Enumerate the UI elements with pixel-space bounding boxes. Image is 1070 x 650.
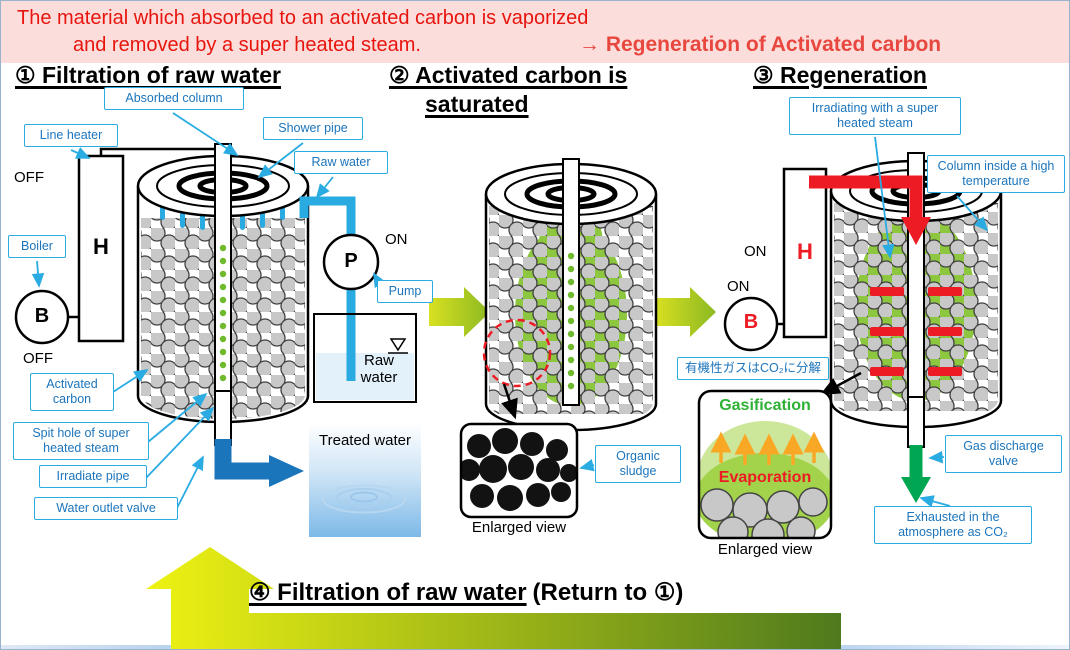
label-exhausted-co2: Exhausted in the atmosphere as CO₂	[874, 506, 1032, 544]
pump-state: ON	[385, 231, 408, 248]
heater-1-letter: H	[93, 234, 109, 259]
water-level-icon	[389, 338, 407, 352]
label-irradiate-pipe: Irradiate pipe	[39, 465, 147, 488]
heater-3-assembly	[723, 167, 828, 352]
banner-line-2: and removed by a super heated steam.	[73, 34, 421, 56]
saturated-zone-highlight	[482, 318, 552, 388]
pump-letter: P	[344, 250, 358, 272]
steam-arrowhead	[901, 217, 931, 245]
treated-water-arrowhead	[269, 455, 304, 487]
label-organic-gas-jp: 有機性ガスはCO₂に分解	[677, 357, 829, 380]
boiler-1-circle	[14, 289, 70, 345]
boiler-3-circle	[723, 296, 779, 352]
section-3-title: ③ Regeneration	[753, 62, 927, 88]
label-shower-pipe: Shower pipe	[263, 117, 363, 140]
label-connectors	[31, 112, 989, 511]
return-arrow	[146, 547, 841, 649]
section-4-title: ④ Filtration of raw water(Return to ①)	[249, 578, 683, 607]
enlarged-view-3-box	[697, 389, 833, 540]
enlarge-pointer-3	[819, 371, 862, 396]
label-pump: Pump	[377, 280, 433, 303]
tank-2	[486, 158, 656, 432]
enlarged-view-2-caption: Enlarged view	[471, 519, 567, 536]
treated-water-label: Treated water	[319, 432, 411, 449]
banner-background	[1, 1, 1069, 63]
banner-line-1: The material which absorbed to an activa…	[17, 7, 589, 29]
heater-1-assembly	[14, 147, 215, 345]
heater-3-state: ON	[744, 243, 767, 260]
label-column-inside: Column inside a high temperature	[927, 155, 1065, 193]
section-2-title-line2: saturated	[425, 91, 529, 117]
steam-pipe-red	[809, 175, 923, 219]
vapor-arrows	[710, 431, 825, 465]
boiler-3-state: ON	[727, 278, 750, 295]
pump-assembly	[299, 196, 417, 403]
arrow-step2-3	[655, 287, 716, 337]
treated-water-image	[309, 425, 421, 537]
heater-1-state: OFF	[14, 169, 44, 186]
arrow-step1-2	[429, 287, 490, 337]
boiler-3-letter: B	[743, 311, 759, 333]
pump-circle	[322, 233, 380, 291]
section-2-title-line1: ② Activated carbon is	[389, 62, 628, 88]
section-4-suffix: (Return to ①)	[532, 579, 684, 606]
section-4-main: ④ Filtration of raw water	[249, 579, 527, 606]
label-water-outlet-valve: Water outlet valve	[34, 497, 178, 520]
heater-3-letter: H	[797, 239, 813, 264]
gas-arrowhead	[901, 477, 931, 503]
water-outlet-pipe	[214, 390, 232, 446]
label-absorbed-column: Absorbed column	[104, 87, 244, 110]
raw-water-tank-label: Raw water	[360, 352, 398, 386]
gas-outlet-pipe	[907, 396, 925, 448]
enlarged-view-2-box	[459, 422, 579, 519]
section-1-title: ① Filtration of raw water	[15, 62, 281, 88]
label-boiler: Boiler	[8, 235, 66, 258]
enlarge-pointer-2	[501, 383, 518, 420]
label-gas-discharge-valve: Gas discharge valve	[945, 435, 1062, 473]
label-organic-sludge: Organic sludge	[595, 445, 681, 483]
banner-highlight: → Regeneration of Activated carbon	[579, 33, 942, 56]
boiler-1-letter: B	[34, 305, 50, 327]
label-raw-water: Raw water	[294, 151, 388, 174]
enlarged-view-3-caption: Enlarged view	[717, 541, 813, 558]
boiler-1-state: OFF	[23, 350, 53, 367]
tank-1	[138, 143, 308, 424]
label-activated-carbon: Activated carbon	[30, 373, 114, 411]
label-line-heater: Line heater	[24, 124, 118, 147]
label-spit-hole: Spit hole of super heated steam	[13, 422, 149, 460]
irradiate-pipe-graphic	[214, 143, 232, 397]
evaporation-label: Evaporation	[718, 469, 812, 486]
label-irradiating: Irradiating with a super heated steam	[789, 97, 961, 135]
gasification-label: Gasification	[719, 397, 811, 414]
treated-water-pipe	[214, 439, 269, 480]
